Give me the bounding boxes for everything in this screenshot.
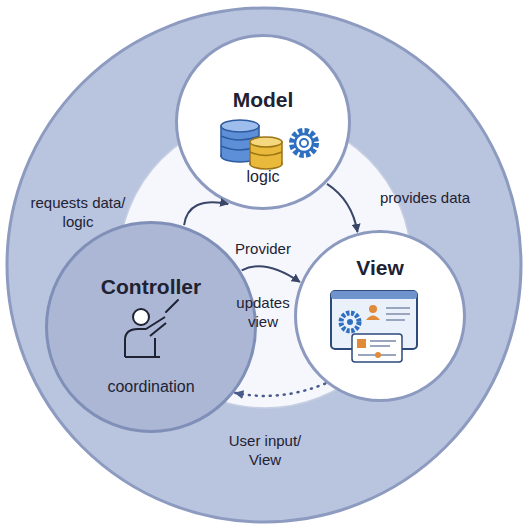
person-icon — [366, 316, 380, 321]
curved-arrow — [327, 184, 358, 232]
database-icon — [221, 136, 259, 150]
gear-icon — [300, 139, 308, 147]
center-label: Provider — [213, 239, 313, 258]
person-icon — [125, 323, 166, 357]
pointer-icon — [166, 300, 178, 312]
gear-icon — [295, 134, 313, 152]
curved-arrow — [184, 202, 228, 225]
screen-icon — [331, 291, 417, 349]
edge-label: User input/ View — [215, 431, 315, 469]
node-title: View — [302, 255, 458, 281]
gear-icon — [292, 131, 316, 155]
database-icon — [250, 142, 282, 164]
node-outline — [294, 230, 466, 402]
database-icon — [221, 120, 259, 132]
dotted-arrow — [235, 384, 325, 396]
edge-label: provides data — [365, 188, 485, 207]
database-icon — [221, 150, 259, 162]
database-icon — [250, 159, 282, 169]
person-icon — [369, 305, 377, 313]
screen-icon — [331, 291, 417, 299]
edge-label: updates view — [228, 293, 298, 331]
database-icon — [250, 137, 282, 147]
database-icon — [222, 136, 258, 155]
node-subtitle: coordination — [53, 377, 249, 397]
node-outline-shape — [47, 223, 256, 432]
card-icon — [352, 334, 402, 362]
node-title: Model — [183, 87, 343, 113]
node-title: Controller — [53, 274, 249, 300]
node-subtitle: logic — [183, 167, 343, 187]
person-icon — [133, 309, 149, 325]
edge-label: requests data/ logic — [22, 193, 134, 231]
curved-arrow — [242, 266, 300, 282]
database-icon — [250, 152, 282, 156]
text-lines — [358, 341, 396, 355]
node-outline — [45, 221, 257, 433]
gear-icon — [341, 313, 359, 331]
card-icon — [357, 339, 366, 348]
view-circle: View — [294, 230, 466, 402]
gear-icon — [347, 319, 353, 325]
node-outline-shape — [177, 36, 350, 209]
controller-circle: Controller coordination — [45, 221, 257, 433]
text-lines — [386, 308, 410, 320]
database-icon — [221, 126, 259, 156]
node-outline-shape — [296, 232, 465, 401]
model-circle: Model logic — [175, 34, 351, 210]
outer-ring — [7, 8, 521, 522]
database-icon — [251, 150, 281, 163]
slider-knob — [375, 352, 381, 358]
person-icon — [125, 317, 165, 357]
